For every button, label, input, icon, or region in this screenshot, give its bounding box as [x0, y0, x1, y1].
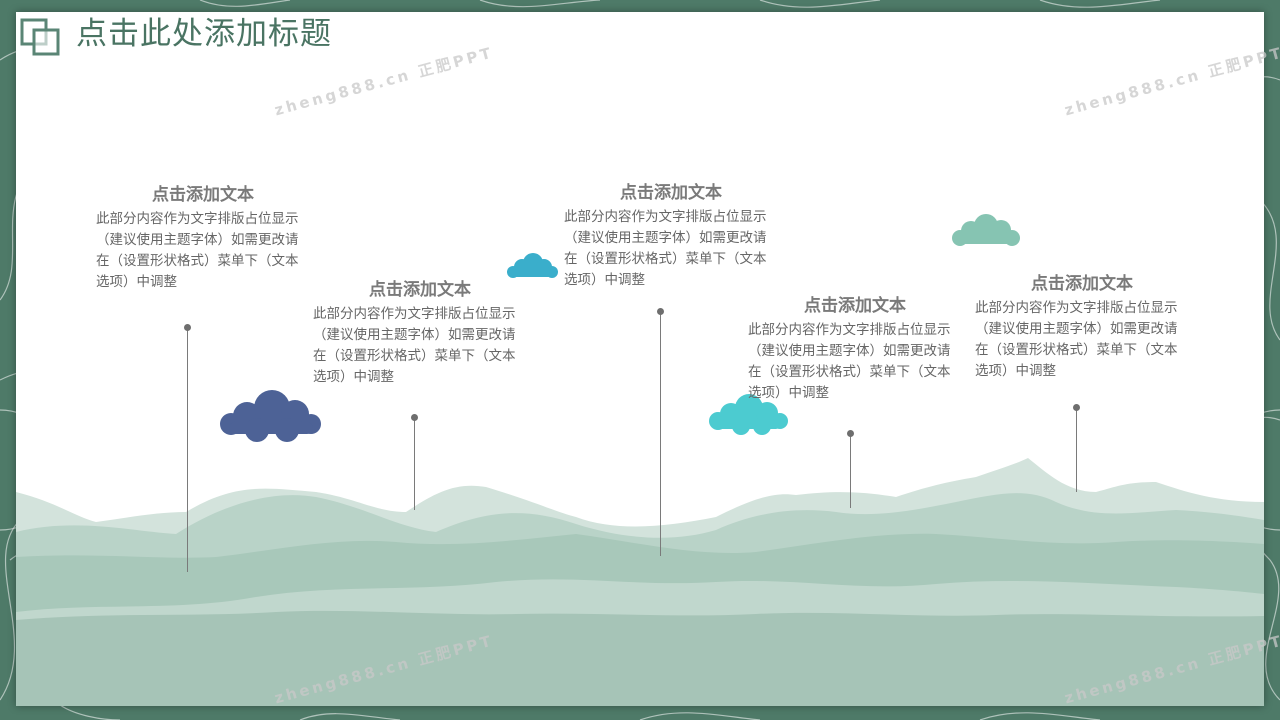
text-block-2[interactable]: 点击添加文本 此部分内容作为文字排版占位显示（建议使用主题字体）如需更改请在（设…	[313, 279, 527, 388]
cloud-navy	[220, 390, 321, 442]
text-block-4[interactable]: 点击添加文本 此部分内容作为文字排版占位显示（建议使用主题字体）如需更改请在（设…	[748, 295, 962, 404]
text-block-5[interactable]: 点击添加文本 此部分内容作为文字排版占位显示（建议使用主题字体）如需更改请在（设…	[975, 273, 1189, 382]
content-panel	[16, 12, 1264, 706]
block-body: 此部分内容作为文字排版占位显示（建议使用主题字体）如需更改请在（设置形状格式）菜…	[975, 300, 1178, 379]
title-squares-icon	[20, 18, 60, 56]
block-body: 此部分内容作为文字排版占位显示（建议使用主题字体）如需更改请在（设置形状格式）菜…	[313, 306, 516, 385]
page-title: 点击此处添加标题	[76, 16, 332, 52]
pin-dot-4	[847, 430, 854, 437]
block-body: 此部分内容作为文字排版占位显示（建议使用主题字体）如需更改请在（设置形状格式）菜…	[564, 209, 767, 288]
block-heading: 点击添加文本	[620, 183, 722, 203]
text-block-3[interactable]: 点击添加文本 此部分内容作为文字排版占位显示（建议使用主题字体）如需更改请在（设…	[564, 182, 778, 291]
block-body: 此部分内容作为文字排版占位显示（建议使用主题字体）如需更改请在（设置形状格式）菜…	[96, 211, 299, 290]
pin-line-4	[850, 434, 851, 508]
ink-mountains-illustration	[16, 458, 1264, 706]
pin-dot-2	[411, 414, 418, 421]
pin-dot-3	[657, 308, 664, 315]
pin-line-3	[660, 312, 661, 556]
pin-line-2	[414, 418, 415, 510]
pin-line-1	[187, 328, 188, 572]
pin-dot-5	[1073, 404, 1080, 411]
block-heading: 点击添加文本	[152, 185, 254, 205]
cloud-cyan	[709, 394, 788, 435]
text-block-1[interactable]: 点击添加文本 此部分内容作为文字排版占位显示（建议使用主题字体）如需更改请在（设…	[96, 184, 310, 293]
cloud-blue	[507, 253, 558, 278]
block-heading: 点击添加文本	[1031, 274, 1133, 294]
pin-line-5	[1076, 408, 1077, 492]
block-heading: 点击添加文本	[369, 280, 471, 300]
block-body: 此部分内容作为文字排版占位显示（建议使用主题字体）如需更改请在（设置形状格式）菜…	[748, 322, 951, 401]
block-heading: 点击添加文本	[804, 296, 906, 316]
cloud-mint	[952, 214, 1020, 246]
pin-dot-1	[184, 324, 191, 331]
